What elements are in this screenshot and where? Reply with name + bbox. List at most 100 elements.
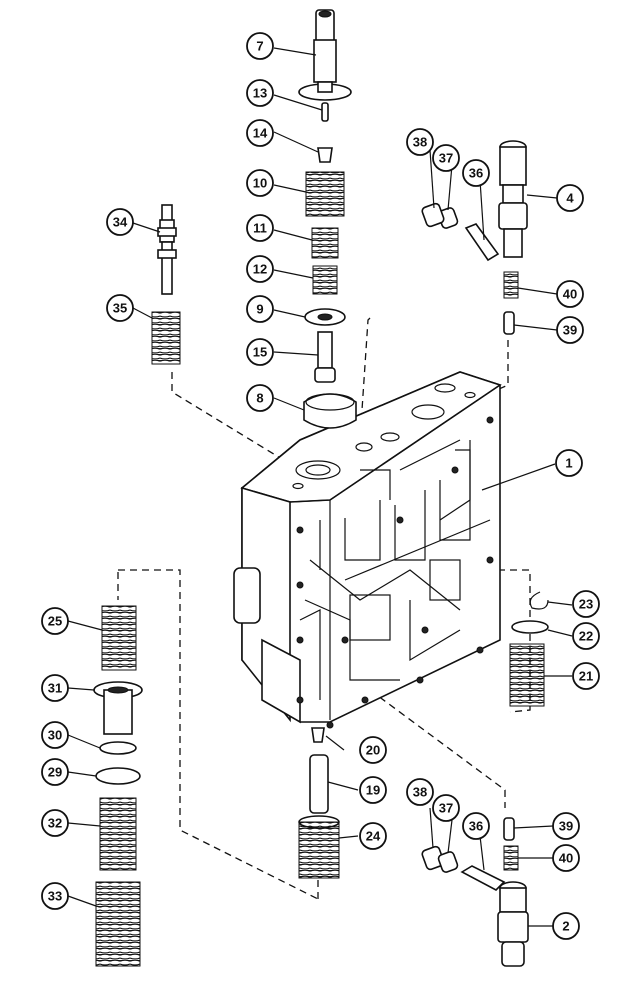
callout-33: 33 <box>41 882 69 910</box>
callout-number: 38 <box>413 785 427 800</box>
callout-number: 32 <box>48 816 62 831</box>
callout-number: 34 <box>113 215 128 230</box>
spool-34-assembly <box>151 204 181 365</box>
callout-4: 4 <box>556 184 584 212</box>
callout-circle <box>359 736 387 764</box>
callout-circle <box>359 776 387 804</box>
callout-38: 38 <box>406 778 434 806</box>
callout-circle <box>556 280 584 308</box>
callout-24: 24 <box>359 822 387 850</box>
callout-40: 40 <box>556 280 584 308</box>
callout-22: 22 <box>572 622 600 650</box>
callout-number: 7 <box>256 39 263 54</box>
callout-number: 39 <box>563 323 577 338</box>
callout-number: 38 <box>413 135 427 150</box>
callout-circle <box>556 184 584 212</box>
callout-number: 11 <box>253 221 267 236</box>
callout-number: 9 <box>256 302 263 317</box>
callout-number: 14 <box>253 126 268 141</box>
callout-number: 10 <box>253 176 267 191</box>
callout-circle <box>359 822 387 850</box>
callout-circle <box>41 607 69 635</box>
callout-29: 29 <box>41 758 69 786</box>
callout-34: 34 <box>106 208 134 236</box>
callout-39: 39 <box>556 316 584 344</box>
callout-number: 35 <box>113 301 127 316</box>
callout-number: 12 <box>253 262 267 277</box>
callout-38: 38 <box>406 128 434 156</box>
callout-circle <box>572 622 600 650</box>
callout-12: 12 <box>246 255 274 283</box>
callout-30: 30 <box>41 721 69 749</box>
callout-circle <box>246 295 274 323</box>
callout-number: 23 <box>579 597 593 612</box>
callout-number: 19 <box>366 783 380 798</box>
callout-25: 25 <box>41 607 69 635</box>
callout-circle <box>432 794 460 822</box>
callout-number: 37 <box>439 151 453 166</box>
callout-circle <box>246 384 274 412</box>
callout-number: 39 <box>559 819 573 834</box>
callout-number: 37 <box>439 801 453 816</box>
callout-circle <box>246 255 274 283</box>
callout-circle <box>41 758 69 786</box>
callout-10: 10 <box>246 169 274 197</box>
callout-31: 31 <box>41 674 69 702</box>
callout-20: 20 <box>359 736 387 764</box>
callout-circle <box>552 844 580 872</box>
callout-40: 40 <box>552 844 580 872</box>
callout-circle <box>556 316 584 344</box>
callout-37: 37 <box>432 794 460 822</box>
spool-4-assembly <box>421 140 528 335</box>
callout-35: 35 <box>106 294 134 322</box>
top-valve-stack <box>298 9 357 429</box>
callout-number: 8 <box>256 391 263 406</box>
callout-36: 36 <box>462 159 490 187</box>
spool-2-assembly <box>421 817 529 967</box>
callout-number: 31 <box>48 681 62 696</box>
callout-13: 13 <box>246 79 274 107</box>
callout-circle <box>41 674 69 702</box>
callout-32: 32 <box>41 809 69 837</box>
valve-body <box>233 371 502 729</box>
callout-circle <box>246 119 274 147</box>
callout-number: 36 <box>469 819 483 834</box>
callout-circle <box>432 144 460 172</box>
callout-number: 1 <box>565 456 572 471</box>
callout-circle <box>462 159 490 187</box>
callout-circle <box>246 338 274 366</box>
callout-circle <box>41 721 69 749</box>
bottom-center-parts <box>298 727 340 879</box>
callout-9: 9 <box>246 295 274 323</box>
callout-circle <box>41 882 69 910</box>
right-spring-stack <box>509 591 549 707</box>
callout-number: 20 <box>366 743 380 758</box>
callout-number: 25 <box>48 614 62 629</box>
callout-circle <box>406 128 434 156</box>
callout-number: 40 <box>563 287 577 302</box>
callout-number: 22 <box>579 629 593 644</box>
callout-circle <box>572 662 600 690</box>
callout-number: 30 <box>48 728 62 743</box>
callout-number: 36 <box>469 166 483 181</box>
callout-11: 11 <box>246 214 274 242</box>
callout-circle <box>572 590 600 618</box>
callout-39: 39 <box>552 812 580 840</box>
callout-circle <box>246 214 274 242</box>
callout-circle <box>406 778 434 806</box>
callout-circle <box>555 449 583 477</box>
callout-circle <box>106 294 134 322</box>
callout-2: 2 <box>552 912 580 940</box>
callout-14: 14 <box>246 119 274 147</box>
callout-circle <box>106 208 134 236</box>
callout-circle <box>552 812 580 840</box>
callout-circle <box>552 912 580 940</box>
left-spring-stack <box>93 605 143 967</box>
callout-circle <box>462 812 490 840</box>
callout-15: 15 <box>246 338 274 366</box>
callout-36: 36 <box>462 812 490 840</box>
callout-number: 2 <box>562 919 569 934</box>
callout-19: 19 <box>359 776 387 804</box>
callout-number: 33 <box>48 889 62 904</box>
callout-number: 40 <box>559 851 573 866</box>
